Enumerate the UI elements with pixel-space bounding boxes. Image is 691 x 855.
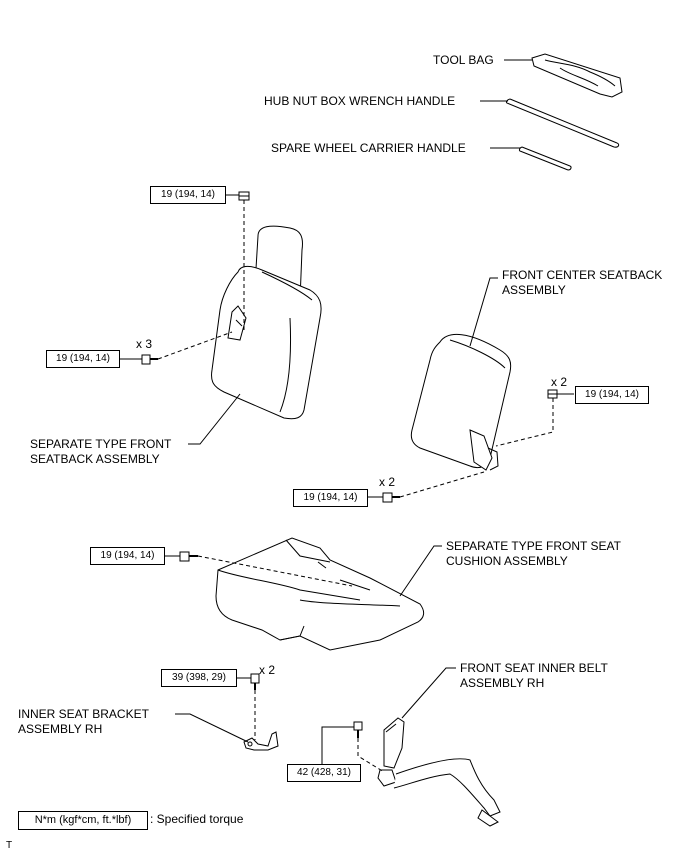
label-line: CUSHION ASSEMBLY bbox=[446, 554, 568, 568]
center-top-dashed bbox=[495, 398, 554, 447]
legend-description: : Specified torque bbox=[150, 812, 244, 826]
label-line: INNER SEAT BRACKET bbox=[18, 707, 149, 721]
torque-box-cushion: 19 (194, 14) bbox=[90, 547, 165, 565]
qty-center-top: x 2 bbox=[551, 375, 568, 389]
label-line: ASSEMBLY bbox=[502, 283, 566, 297]
label-inner-seat-bracket: INNER SEAT BRACKET ASSEMBLY RH bbox=[18, 707, 149, 737]
qty-seatback-side: x 3 bbox=[136, 337, 153, 351]
bracket-bolt bbox=[250, 673, 260, 690]
label-separate-front-cushion: SEPARATE TYPE FRONT SEAT CUSHION ASSEMBL… bbox=[446, 539, 621, 569]
seatback-side-bolt bbox=[141, 354, 158, 365]
seatback-side-dashed bbox=[157, 331, 233, 360]
cushion-dashed bbox=[197, 555, 353, 587]
bracket-label-leader bbox=[175, 713, 249, 743]
label-line: SEATBACK ASSEMBLY bbox=[30, 452, 160, 466]
separate-front-seatback-drawing bbox=[211, 225, 322, 420]
belt-bolt bbox=[353, 721, 363, 738]
torque-box-belt: 42 (428, 31) bbox=[287, 764, 361, 782]
torque-box-seatback-top: 19 (194, 14) bbox=[150, 186, 226, 204]
label-front-center-seatback: FRONT CENTER SEATBACK ASSEMBLY bbox=[502, 268, 662, 298]
label-tool-bag: TOOL BAG bbox=[433, 53, 494, 67]
separate-front-cushion-drawing bbox=[215, 537, 425, 651]
label-line: SEPARATE TYPE FRONT SEAT bbox=[446, 539, 621, 553]
label-line: SEPARATE TYPE FRONT bbox=[30, 437, 172, 451]
cushion-label-leader bbox=[399, 545, 442, 597]
torque-box-center-bottom: 19 (194, 14) bbox=[293, 489, 368, 507]
label-line: ASSEMBLY RH bbox=[18, 722, 103, 736]
label-line: FRONT CENTER SEATBACK bbox=[502, 268, 663, 282]
label-hub-nut-wrench-handle: HUB NUT BOX WRENCH HANDLE bbox=[264, 94, 456, 108]
center-bottom-dashed bbox=[399, 471, 485, 498]
hub-nut-wrench-handle-drawing bbox=[505, 98, 620, 148]
center-bottom-bolt bbox=[382, 492, 400, 503]
seatback-label-leader bbox=[188, 393, 241, 445]
label-line: FRONT SEAT INNER BELT bbox=[460, 661, 608, 675]
cushion-bolt bbox=[179, 551, 198, 562]
torque-box-center-top: 19 (194, 14) bbox=[575, 386, 649, 404]
front-center-seatback-drawing bbox=[410, 333, 512, 471]
qty-bracket: x 2 bbox=[259, 663, 276, 677]
label-line: ASSEMBLY RH bbox=[460, 676, 545, 690]
qty-center-bottom: x 2 bbox=[379, 475, 396, 489]
tool-bag-drawing bbox=[531, 53, 623, 98]
corner-mark: T bbox=[6, 840, 13, 851]
inner-seat-bracket-drawing bbox=[243, 731, 279, 751]
torque-box-seatback-side: 19 (194, 14) bbox=[46, 350, 120, 368]
belt-dashed bbox=[357, 738, 385, 773]
torque-box-bracket: 39 (398, 29) bbox=[161, 669, 237, 687]
spare-wheel-carrier-handle-drawing bbox=[518, 146, 572, 171]
legend-unit-box: N*m (kgf*cm, ft.*lbf) bbox=[18, 811, 148, 830]
label-spare-wheel-carrier-handle: SPARE WHEEL CARRIER HANDLE bbox=[271, 141, 466, 155]
center-top-nut bbox=[547, 389, 558, 399]
seatback-top-nut bbox=[238, 191, 250, 201]
center-label-leader bbox=[469, 277, 498, 347]
belt-box-leader bbox=[321, 726, 354, 764]
belt-label-leader bbox=[401, 667, 456, 719]
label-front-seat-inner-belt: FRONT SEAT INNER BELT ASSEMBLY RH bbox=[460, 661, 608, 691]
label-separate-front-seatback: SEPARATE TYPE FRONT SEATBACK ASSEMBLY bbox=[30, 437, 171, 467]
front-seat-inner-belt-drawing bbox=[377, 717, 501, 827]
